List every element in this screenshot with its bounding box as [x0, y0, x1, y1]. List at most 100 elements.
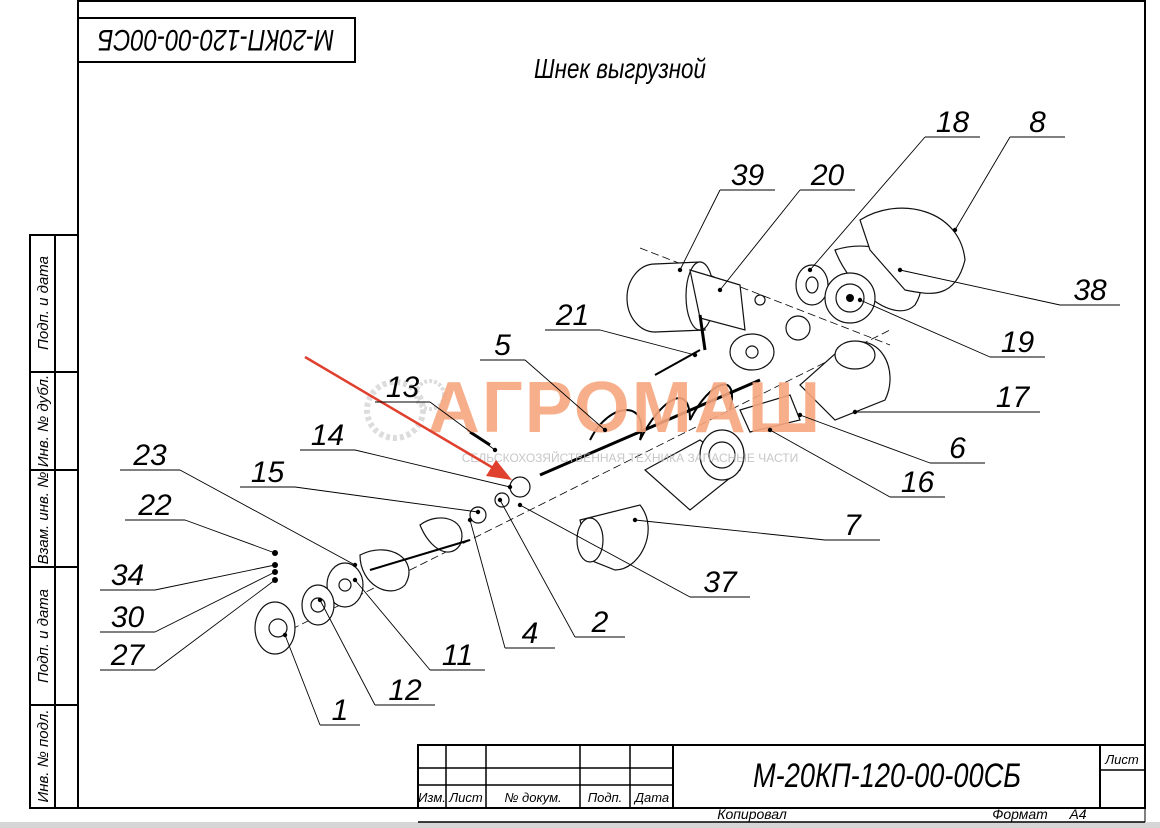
callout-21: 21	[545, 299, 698, 358]
callout-number: 37	[703, 566, 738, 599]
callout-6: 6	[797, 412, 985, 465]
callout-leader	[179, 469, 356, 566]
callout-leader	[499, 499, 576, 638]
leader-dot	[497, 497, 503, 503]
leader-dot	[602, 427, 608, 433]
callout-number: 22	[137, 489, 172, 522]
leader-dot	[352, 577, 358, 583]
callout-leader	[319, 599, 376, 706]
bottom-strip	[0, 822, 1160, 828]
callout-22: 22	[125, 489, 278, 556]
leader-dot	[852, 409, 858, 415]
format-value: A4	[1068, 806, 1086, 822]
callout-leader	[899, 269, 1061, 306]
callout-leader	[859, 299, 991, 358]
watermark: АГРОМАШ СЕЛЬСКОХОЗЯЙСТВЕННАЯ ТЕХНИКА ЗАП…	[364, 368, 822, 465]
designation: М-20КП-120-00-00СБ	[753, 756, 1021, 795]
callout-leader	[284, 634, 321, 726]
tube-6	[799, 340, 891, 421]
callout-7: 7	[632, 509, 880, 542]
leader-dot	[517, 502, 523, 508]
leader-dot	[897, 267, 903, 273]
leader-dot	[692, 352, 698, 358]
bracket-20	[689, 269, 746, 351]
callout-leader	[354, 579, 431, 671]
hub-small	[754, 294, 811, 341]
leader-dot	[352, 562, 358, 568]
callout-leader	[294, 486, 479, 513]
header-doc-no: № докум.	[504, 790, 561, 805]
callout-34: 34	[100, 559, 278, 592]
callout-leader	[429, 401, 496, 451]
header-sheet: Лист	[448, 790, 483, 805]
callout-leader	[799, 414, 931, 464]
watermark-tagline: СЕЛЬСКОХОЗЯЙСТВЕННАЯ ТЕХНИКА ЗАПАСНЫЕ ЧА…	[462, 450, 798, 465]
side-stamp: Подп. и дата Инв. № дубл. Взам. инв. № П…	[29, 234, 79, 809]
callout-18: 18	[807, 106, 980, 273]
callout-number: 13	[386, 371, 420, 404]
gear-icon	[364, 379, 446, 441]
callout-number: 15	[251, 456, 285, 489]
copied-label: Копировал	[717, 806, 787, 822]
callout-number: 27	[110, 639, 146, 672]
header-sign: Подп.	[588, 790, 623, 805]
leader-dot	[492, 447, 498, 453]
callout-37: 37	[517, 502, 750, 599]
callout-number: 20	[810, 159, 845, 192]
leader-dot	[857, 297, 863, 303]
stamp-dup-inv: Инв. № дубл.	[35, 375, 52, 467]
leader-dot	[632, 517, 638, 523]
flange-upper	[729, 333, 775, 371]
callout-leader	[469, 519, 506, 649]
callout-30: 30	[100, 569, 278, 634]
callout-leader	[634, 519, 826, 541]
callout-leader	[154, 564, 276, 591]
leader-dot	[282, 632, 288, 638]
callout-20: 20	[717, 159, 855, 293]
callout-number: 2	[591, 606, 609, 639]
callout-leader	[519, 504, 691, 598]
callout-13: 13	[375, 371, 498, 453]
callout-number: 23	[132, 439, 167, 472]
callout-leader	[954, 136, 1011, 231]
callout-leader	[809, 136, 926, 271]
mirrored-code: М-20КП-120-00-00СБ	[98, 23, 335, 57]
callout-number: 34	[111, 559, 144, 592]
cover-1	[254, 601, 296, 655]
stamp-orig-inv: Инв. № подл.	[35, 709, 52, 802]
sheet-label: Лист	[1104, 752, 1139, 767]
callout-27: 27	[100, 577, 278, 672]
callout-number: 4	[522, 617, 539, 650]
callout-number: 21	[555, 299, 589, 332]
leader-dot	[677, 267, 683, 273]
title-block: Изм. Лист № докум. Подп. Дата М-20КП-120…	[417, 744, 1146, 822]
callout-number: 30	[111, 601, 145, 634]
leader-dot	[952, 227, 958, 233]
leader-dot	[272, 550, 278, 556]
callout-11: 11	[352, 577, 485, 672]
header-date: Дата	[633, 790, 669, 805]
auger-11	[359, 539, 471, 592]
pulley-18	[795, 264, 829, 306]
callout-leader	[679, 189, 721, 271]
callout-leader	[769, 429, 891, 498]
plate-16	[739, 394, 801, 433]
stamp-replace-inv: Взам. инв. №	[35, 472, 52, 565]
leader-dot	[717, 287, 723, 293]
callout-number: 1	[332, 694, 349, 727]
watermark-brand: АГРОМАШ	[428, 368, 822, 448]
callout-14: 14	[300, 419, 513, 490]
drawing-title: Шнек выгрузной	[534, 54, 706, 85]
leader-dot	[807, 267, 813, 273]
callout-number: 11	[442, 639, 473, 672]
leader-dot	[797, 412, 803, 418]
leader-dot	[467, 517, 473, 523]
auger-4	[419, 517, 463, 553]
callout-16: 16	[767, 427, 945, 499]
leader-dot	[507, 484, 513, 490]
flange-23	[326, 562, 364, 608]
callout-38: 38	[897, 267, 1120, 307]
bearing-15	[469, 506, 487, 524]
stamp-sign-date-1: Подп. и дата	[35, 256, 52, 350]
